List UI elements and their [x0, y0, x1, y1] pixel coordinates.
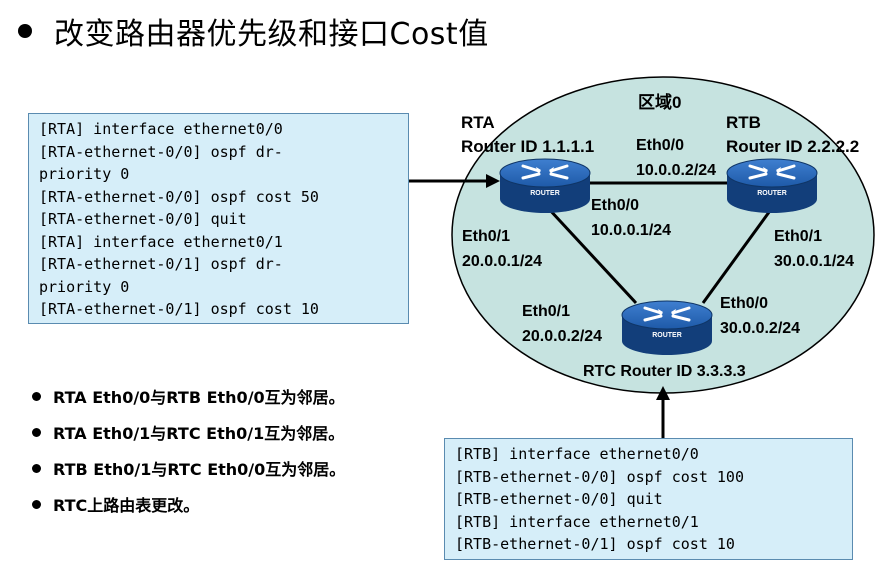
link-rta-rtc — [546, 206, 638, 305]
list-item: RTB Eth0/1与RTC Eth0/0互为邻居。 — [24, 450, 345, 486]
bullet-dot-icon — [32, 463, 41, 473]
rta-eth00-ip: 10.0.0.1/24 — [591, 222, 671, 239]
bullet-text: RTA Eth0/1与RTC Eth0/1互为邻居。 — [53, 424, 345, 443]
router-rta-icon: ROUTER — [499, 158, 591, 213]
rtc-eth00-ip: 30.0.0.2/24 — [720, 320, 800, 337]
rta-config-line: [RTA-ethernet-0/1] ospf dr- — [39, 255, 283, 273]
rta-eth01-ip: 20.0.0.1/24 — [462, 253, 542, 270]
page-title: 改变路由器优先级和接口Cost值 — [54, 17, 489, 52]
rtc-eth01-ip: 20.0.0.2/24 — [522, 328, 602, 345]
router-rtc-icon: ROUTER — [621, 300, 713, 355]
rta-config-line: [RTA] interface ethernet0/0 — [39, 120, 283, 138]
rtb-name: RTB — [726, 113, 761, 132]
bullet-dot-icon — [32, 427, 41, 437]
rtb-config-line: [RTB] interface ethernet0/1 — [455, 512, 699, 531]
rta-config-line: [RTA] interface ethernet0/1 — [39, 232, 283, 251]
rtb-config-line: [RTB-ethernet-0/0] quit — [455, 490, 663, 508]
list-item: RTA Eth0/0与RTB Eth0/0互为邻居。 — [24, 378, 345, 414]
bullet-text: RTA Eth0/0与RTB Eth0/0互为邻居。 — [53, 388, 345, 407]
arrow-rtc-head-icon — [656, 386, 670, 400]
bullet-text: RTC上路由表更改。 — [53, 496, 200, 515]
rtb-router-id: Router ID 2.2.2.2 — [726, 137, 859, 156]
title-row: 改变路由器优先级和接口Cost值 — [18, 8, 489, 54]
router-rtc-badge: ROUTER — [652, 332, 682, 339]
rtb-eth00-label: Eth0/0 — [636, 137, 684, 154]
title-bullet-icon — [18, 24, 32, 38]
bullet-text: RTB Eth0/1与RTC Eth0/0互为邻居。 — [53, 460, 346, 479]
rta-name: RTA — [461, 113, 495, 132]
router-rtb-icon: ROUTER — [726, 158, 818, 213]
rtc-eth01-label: Eth0/1 — [522, 303, 570, 320]
rtc-eth00-label: Eth0/0 — [720, 295, 768, 312]
rta-router-id: Router ID 1.1.1.1 — [461, 137, 594, 156]
link-rtb-rtc — [701, 207, 774, 304]
rta-config-line: priority 0 — [39, 277, 130, 296]
rta-config-line: [RTA-ethernet-0/0] ospf dr- — [39, 142, 283, 161]
rta-eth00-label: Eth0/0 — [591, 197, 639, 214]
rta-eth01-label: Eth0/1 — [462, 228, 510, 245]
rtb-eth00-ip: 10.0.0.2/24 — [636, 162, 716, 179]
rtb-eth01-ip: 30.0.0.1/24 — [774, 253, 854, 270]
rtb-config-line: [RTB] interface ethernet0/0 — [455, 445, 699, 463]
rtb-config-line: [RTB-ethernet-0/0] ospf cost 100 — [455, 467, 744, 486]
rta-config-box: [RTA] interface ethernet0/0 [RTA-etherne… — [28, 113, 409, 324]
bullet-dot-icon — [32, 499, 41, 509]
router-rta-badge: ROUTER — [530, 190, 560, 197]
neighbor-bullet-list: RTA Eth0/0与RTB Eth0/0互为邻居。 RTA Eth0/1与RT… — [24, 378, 345, 522]
rtb-config-line: [RTB-ethernet-0/1] ospf cost 10 — [455, 535, 735, 553]
bullet-dot-icon — [32, 391, 41, 401]
arrow-rta-head-icon — [486, 174, 500, 188]
rtb-eth01-label: Eth0/1 — [774, 228, 822, 245]
list-item: RTC上路由表更改。 — [24, 486, 345, 522]
rta-config-line: priority 0 — [39, 165, 130, 183]
area-label: 区域0 — [638, 92, 681, 112]
router-rtb-badge: ROUTER — [757, 190, 787, 197]
list-item: RTA Eth0/1与RTC Eth0/1互为邻居。 — [24, 414, 345, 450]
rta-config-line: [RTA-ethernet-0/0] ospf cost 50 — [39, 187, 319, 206]
rta-config-line: [RTA-ethernet-0/0] quit — [39, 210, 247, 228]
rta-config-line: [RTA-ethernet-0/1] ospf cost 10 — [39, 300, 319, 318]
rtc-router-id: RTC Router ID 3.3.3.3 — [583, 363, 746, 380]
rtb-config-box: [RTB] interface ethernet0/0 [RTB-etherne… — [444, 438, 853, 560]
